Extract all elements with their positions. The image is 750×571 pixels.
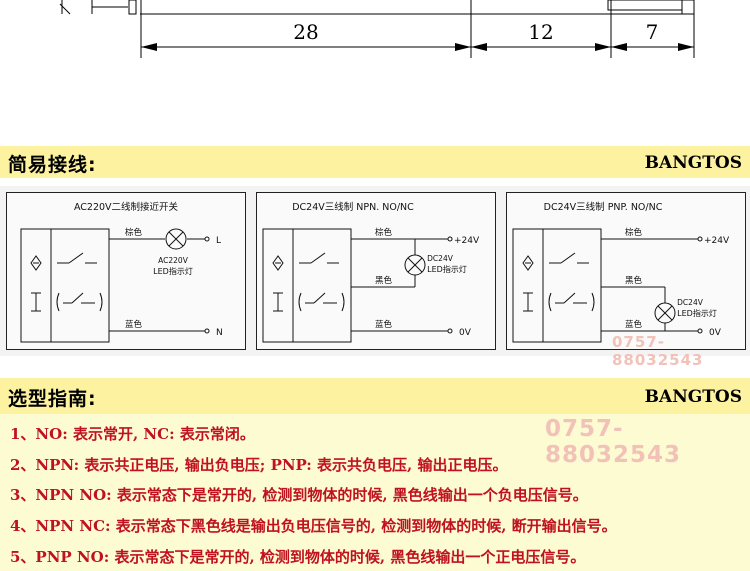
guide-line-3: 3、NPN NO: 表示常态下是常开的, 检测到物体的时候, 黑色线输出一个负电… <box>10 486 588 504</box>
wire-label-blue: 蓝色 <box>125 319 143 330</box>
terminal-0v: 0V <box>459 328 472 338</box>
wire-label-black: 黑色 <box>375 275 393 286</box>
selection-guide: 0757-88032543 1、NO: 表示常开, NC: 表示常闭。 2、NP… <box>0 414 750 571</box>
brand-name: BANGTOS <box>644 387 742 407</box>
phone-watermark: 0757-88032543 <box>545 416 682 468</box>
lamp-voltage-label: AC220V <box>158 256 189 265</box>
wiring-diagrams: AC220V二线制接近开关 <box>0 186 750 369</box>
diagram-title: DC24V三线制 NPN. NO/NC <box>292 201 414 213</box>
diagram-title: AC220V二线制接近开关 <box>74 201 179 213</box>
diagram-title: DC24V三线制 PNP. NO/NC <box>544 201 663 213</box>
lamp-label: LED指示灯 <box>427 264 467 274</box>
dimension-label-12: 12 <box>528 20 553 44</box>
terminal-plus24v: +24V <box>704 236 730 246</box>
wire-label-brown: 棕色 <box>125 227 143 238</box>
wire-label-black: 黑色 <box>625 275 643 286</box>
wire-label-blue: 蓝色 <box>375 319 393 330</box>
guide-line-2: 2、NPN: 表示共正电压, 输出负电压; PNP: 表示共负电压, 输出正电压… <box>10 456 508 474</box>
terminal-n: N <box>216 328 223 338</box>
brand-name: BANGTOS <box>644 153 742 173</box>
lamp-voltage-label: DC24V <box>427 254 454 263</box>
terminal-l: L <box>216 236 221 246</box>
lamp-label: LED指示灯 <box>153 266 193 276</box>
lamp-voltage-label: DC24V <box>677 298 704 307</box>
guide-line-1: 1、NO: 表示常开, NC: 表示常闭。 <box>10 425 255 443</box>
wiring-section-header: 简易接线: BANGTOS <box>0 146 750 178</box>
wire-label-brown: 棕色 <box>375 227 393 238</box>
dimension-label-28: 28 <box>293 20 318 44</box>
wire-label-brown: 棕色 <box>625 227 643 238</box>
wiring-diagram-pnp: DC24V三线制 PNP. NO/NC <box>506 192 746 350</box>
wiring-diagram-npn: DC24V三线制 NPN. NO/NC <box>256 192 496 350</box>
lamp-label: LED指示灯 <box>677 308 717 318</box>
terminal-plus24v: +24V <box>454 236 480 246</box>
phone-watermark: 0757-88032543 <box>612 333 704 369</box>
dimension-label-7: 7 <box>646 20 659 44</box>
guide-section-header: 选型指南: BANGTOS <box>0 378 750 414</box>
guide-line-4: 4、NPN NC: 表示常态下黑色线是输出负电压信号的, 检测到物体的时候, 断… <box>10 517 617 535</box>
wiring-section-title: 简易接线: <box>8 154 97 176</box>
wiring-diagram-ac220v: AC220V二线制接近开关 <box>6 192 246 350</box>
guide-line-5: 5、PNP NO: 表示常态下是常开的, 检测到物体的时候, 黑色线输出一个正电… <box>10 548 586 566</box>
terminal-0v: 0V <box>709 328 722 338</box>
guide-section-title: 选型指南: <box>8 388 97 410</box>
wire-label-blue: 蓝色 <box>625 319 643 330</box>
dimension-drawing: 28 12 7 <box>59 0 695 58</box>
